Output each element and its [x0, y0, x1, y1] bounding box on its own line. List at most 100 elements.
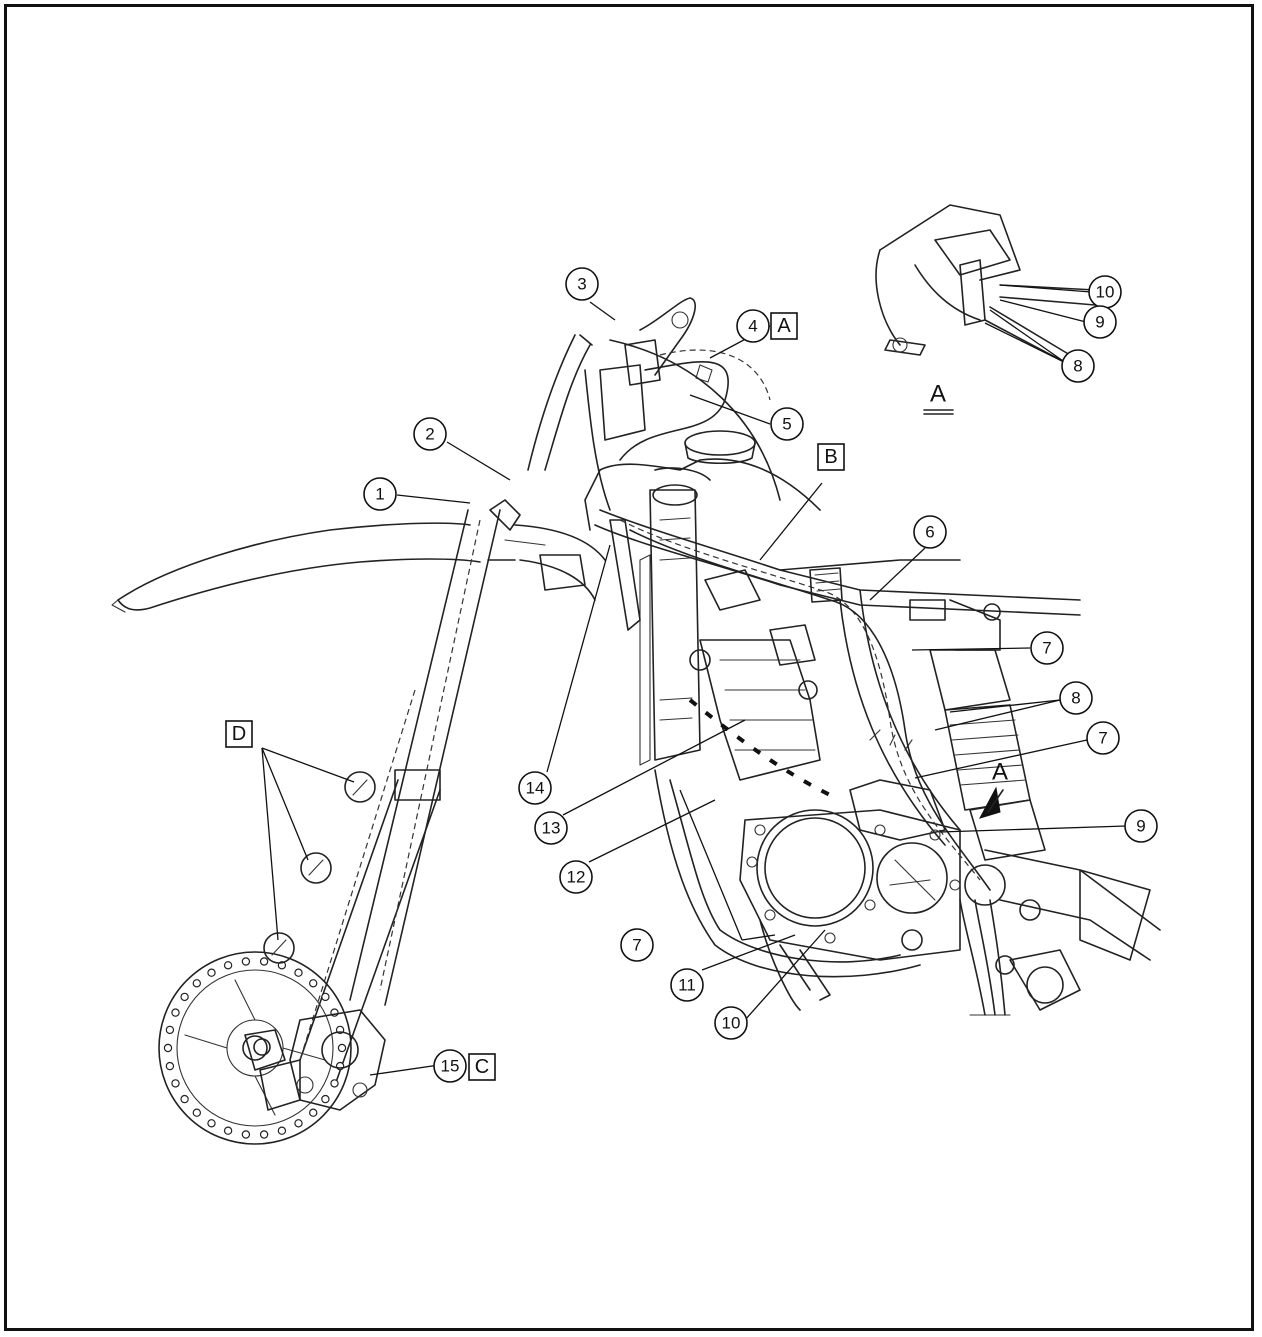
box-label-b: B — [817, 443, 845, 471]
engine-bolt — [746, 856, 758, 868]
callout-15: 15 — [433, 1049, 467, 1083]
svg-text:14: 14 — [526, 779, 545, 798]
frame — [594, 509, 1081, 1001]
engine-bolt — [754, 824, 766, 836]
disc-hole — [165, 1061, 175, 1071]
svg-text:4: 4 — [748, 317, 757, 336]
arrow-label-a: A — [992, 759, 1008, 786]
svg-text:9: 9 — [1095, 313, 1104, 332]
svg-text:A: A — [777, 315, 791, 337]
callout-11: 11 — [670, 968, 704, 1002]
radiator — [609, 484, 701, 766]
disc-hole — [207, 1119, 216, 1128]
callout-7-upper: 7 — [1030, 631, 1064, 665]
disc-hole — [165, 1025, 175, 1035]
swingarm — [964, 849, 1161, 1011]
svg-text:C: C — [475, 1056, 489, 1078]
fuel-tank — [584, 430, 821, 531]
engine-bolt — [764, 909, 776, 921]
disc-hole — [241, 957, 251, 966]
disc-hole — [294, 968, 303, 977]
disc-hole — [294, 1119, 303, 1128]
svg-text:11: 11 — [678, 976, 696, 995]
svg-text:3: 3 — [577, 275, 586, 294]
svg-text:8: 8 — [1073, 357, 1082, 376]
callout-8: 8 — [1059, 681, 1093, 715]
svg-text:9: 9 — [1136, 817, 1145, 836]
svg-text:13: 13 — [542, 819, 561, 838]
callout-3: 3 — [565, 267, 599, 301]
svg-text:D: D — [232, 723, 246, 745]
wire-harness — [584, 339, 1011, 1016]
svg-text:2: 2 — [425, 425, 434, 444]
engine-bolt — [864, 899, 876, 911]
callout-13: 13 — [534, 811, 568, 845]
callout-12: 12 — [559, 860, 593, 894]
callout-7-lower: 7 — [620, 928, 654, 962]
disc-hole — [309, 979, 318, 988]
disc-hole — [321, 992, 330, 1002]
callout-2: 2 — [413, 417, 447, 451]
brake-hose-guides — [263, 771, 376, 964]
callout-4: 4 — [736, 309, 770, 343]
detail-view-caption: A — [930, 381, 946, 408]
engine-bolts — [746, 824, 961, 944]
view-arrow-a — [978, 786, 1004, 819]
disc-hole — [207, 968, 216, 977]
disc-hole — [337, 1043, 347, 1053]
svg-text:7: 7 — [1098, 729, 1107, 748]
disc-hole — [259, 1130, 269, 1139]
disc-hole — [223, 961, 233, 970]
box-label-a: A — [770, 312, 798, 340]
disc-hole — [330, 1079, 339, 1088]
callout-9-detail: 9 — [1083, 305, 1117, 339]
disc-hole — [163, 1043, 173, 1053]
box-label-c: C — [468, 1053, 496, 1081]
engine-bolt — [929, 829, 941, 841]
disc-hole — [180, 992, 189, 1002]
callout-9: 9 — [1124, 809, 1158, 843]
callout-14: 14 — [518, 771, 552, 805]
engine-bolt — [874, 824, 886, 836]
callout-8-detail: 8 — [1061, 349, 1095, 383]
callout-5: 5 — [770, 407, 804, 441]
callout-1: 1 — [363, 477, 397, 511]
callout-6: 6 — [913, 515, 947, 549]
engine-bolt — [824, 932, 836, 944]
callout-7-middle: 7 — [1086, 721, 1120, 755]
disc-hole — [321, 1094, 330, 1104]
engine — [689, 624, 961, 961]
svg-text:7: 7 — [632, 936, 641, 955]
box-label-d: D — [225, 720, 253, 748]
detail-view-a — [875, 204, 1096, 415]
front-brake-caliper — [244, 1009, 386, 1111]
rear-shock — [929, 649, 1046, 861]
svg-text:A: A — [992, 759, 1008, 786]
disc-hole — [309, 1108, 318, 1117]
diagram-frame — [4, 4, 1254, 1331]
svg-text:7: 7 — [1042, 639, 1051, 658]
disc-hole — [171, 1008, 180, 1017]
callout-10-detail: 10 — [1088, 275, 1122, 309]
callout-10-main: 10 — [714, 1006, 748, 1040]
disc-hole — [277, 1126, 287, 1135]
front-fender — [111, 522, 606, 613]
svg-text:6: 6 — [925, 523, 934, 542]
svg-text:B: B — [824, 446, 837, 468]
svg-text:10: 10 — [1096, 283, 1115, 302]
front-fork — [299, 499, 586, 1086]
engine-bolt — [949, 879, 961, 891]
disc-hole — [171, 1079, 180, 1088]
svg-text:1: 1 — [375, 485, 384, 504]
disc-holes — [163, 957, 347, 1139]
disc-hole — [241, 1130, 251, 1139]
svg-text:8: 8 — [1071, 689, 1080, 708]
disc-hole — [223, 1126, 233, 1135]
disc-hole — [192, 1108, 201, 1117]
svg-text:15: 15 — [441, 1057, 460, 1076]
svg-text:10: 10 — [722, 1014, 741, 1033]
disc-hole — [192, 979, 201, 988]
handlebar-area — [527, 297, 771, 471]
disc-hole — [180, 1094, 189, 1104]
